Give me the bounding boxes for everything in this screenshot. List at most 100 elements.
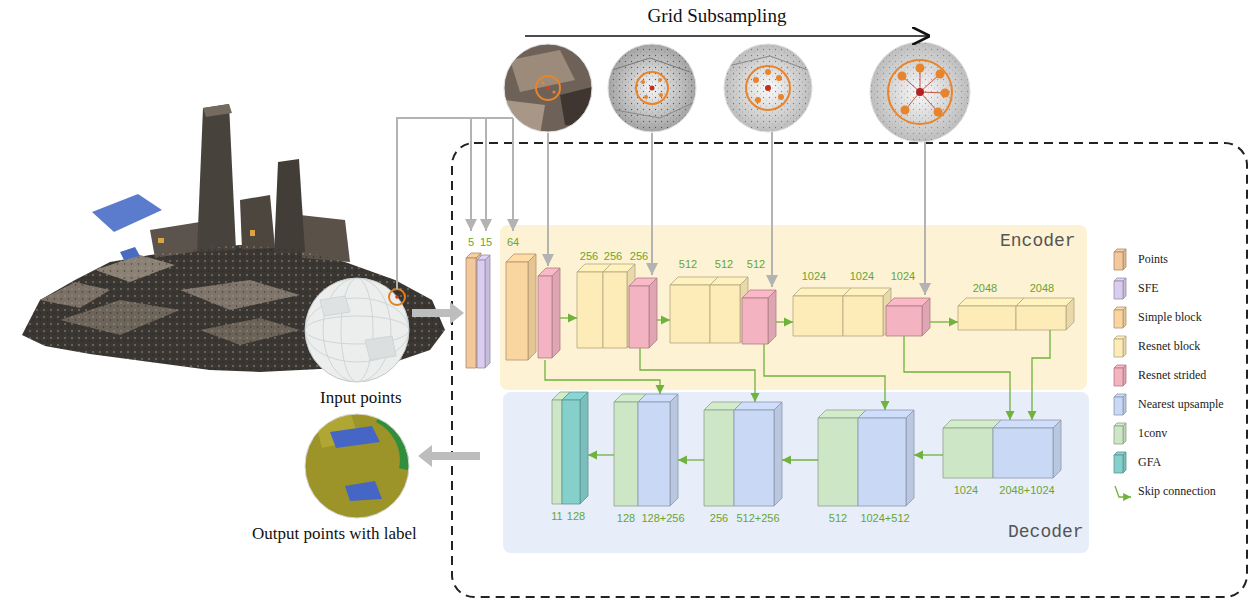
sample-dot	[395, 295, 399, 299]
view-points	[722, 42, 814, 134]
legend-block	[1113, 451, 1127, 474]
channel-number: 1024	[850, 270, 874, 283]
block-shape	[943, 420, 1001, 478]
feed-arrow	[547, 133, 549, 266]
channel-number: 256	[710, 512, 728, 525]
legend-entry: Skip connection	[1138, 484, 1216, 498]
block-front	[993, 428, 1053, 478]
channel-number: 512+256	[736, 512, 779, 525]
skip-or-flow-arrow	[776, 321, 793, 322]
band-title: Decoder	[1008, 522, 1084, 544]
block-side	[1123, 423, 1126, 444]
channel-number: 128	[567, 510, 585, 523]
village-window	[250, 230, 255, 236]
subsample-view	[500, 44, 600, 135]
skip-or-flow-arrow	[914, 454, 943, 455]
channel-number: 5	[468, 236, 474, 249]
feed-arrow	[771, 132, 773, 287]
sample-dot	[641, 80, 645, 84]
legend-entry: Simple block	[1138, 310, 1202, 324]
block-side	[1123, 336, 1126, 357]
feed-arrow	[512, 118, 514, 231]
block-shape	[506, 254, 560, 360]
legend-entry: GFA	[1138, 455, 1161, 469]
village-wall	[240, 195, 275, 250]
layer-block: 1024	[943, 420, 1001, 478]
block-front	[1114, 368, 1123, 386]
legend-text: Simple block	[1138, 310, 1202, 324]
legend-swatch	[1113, 248, 1127, 271]
sample-dot	[659, 93, 663, 97]
input-arrow	[412, 302, 464, 324]
layer-block: 1024	[793, 288, 851, 336]
sphere-patch	[320, 296, 350, 316]
sample-dot	[916, 64, 925, 73]
block-shape	[958, 298, 1024, 330]
channel-number: 256	[604, 250, 622, 263]
legend-text: Resnet strided	[1138, 368, 1206, 382]
legend-block	[1113, 306, 1127, 329]
legend-entry: 1conv	[1138, 426, 1167, 440]
block-front	[670, 285, 710, 343]
sample-dot	[753, 77, 759, 83]
block-side	[1123, 249, 1126, 270]
legend-text: Nearest upsample	[1138, 397, 1224, 411]
channel-number: 512	[715, 258, 733, 271]
caption-label: Grid Subsampling	[646, 5, 789, 28]
legend-swatch	[1113, 364, 1127, 387]
block-front	[506, 262, 528, 360]
legend-text: GFA	[1138, 455, 1161, 469]
sample-dot	[552, 90, 555, 93]
block-shape	[793, 288, 851, 336]
block-front	[1016, 306, 1066, 330]
block-side	[1053, 420, 1061, 478]
block-shape	[1016, 298, 1074, 330]
sphere-outline	[305, 414, 409, 518]
block-side	[768, 290, 776, 344]
village-tower	[274, 159, 305, 254]
caption-label: Output points with label	[250, 524, 419, 544]
channel-number: 64	[507, 236, 519, 249]
legend-block	[1113, 364, 1127, 387]
block-side	[528, 254, 536, 360]
view-points	[606, 42, 698, 134]
layer-block: 128	[562, 392, 588, 504]
block-side	[485, 255, 490, 368]
channel-number: 128+256	[641, 512, 684, 525]
legend-swatch	[1113, 335, 1127, 358]
legend-block	[1113, 248, 1127, 271]
sample-ring	[888, 60, 952, 124]
skip-or-flow-arrow	[657, 319, 670, 320]
sample-dot	[778, 94, 784, 100]
block-front	[614, 402, 638, 506]
village-tower	[197, 104, 236, 252]
block-front	[1114, 339, 1123, 357]
grid-line	[323, 278, 391, 382]
channel-number: 256	[630, 250, 648, 263]
sample-dot	[776, 75, 782, 81]
view-outline	[870, 42, 970, 142]
sample-dot	[755, 97, 761, 103]
feed-arrow	[470, 118, 472, 231]
sample-dot	[916, 88, 924, 96]
skip-or-flow-arrow	[588, 454, 614, 455]
block-front	[793, 296, 843, 336]
feed-arrow	[651, 133, 653, 275]
legend-entry: Points	[1138, 252, 1168, 266]
sample-dot	[541, 81, 544, 84]
skip-or-flow-arrow	[904, 336, 1010, 420]
layer-block: 1024	[886, 298, 930, 336]
segment-building	[300, 410, 415, 525]
sample-ring	[746, 66, 790, 110]
view-ground	[870, 42, 970, 142]
subsampling-arrow	[525, 35, 930, 37]
feed-arrow	[924, 142, 926, 295]
skip-connection-sample	[1115, 486, 1131, 497]
channel-number: 1024+512	[860, 512, 909, 525]
label-holder: Grid Subsampling	[646, 5, 789, 28]
channel-number: 1024	[954, 484, 978, 497]
channel-number: 2048	[1030, 282, 1054, 295]
skip-or-flow-arrow	[545, 360, 660, 394]
